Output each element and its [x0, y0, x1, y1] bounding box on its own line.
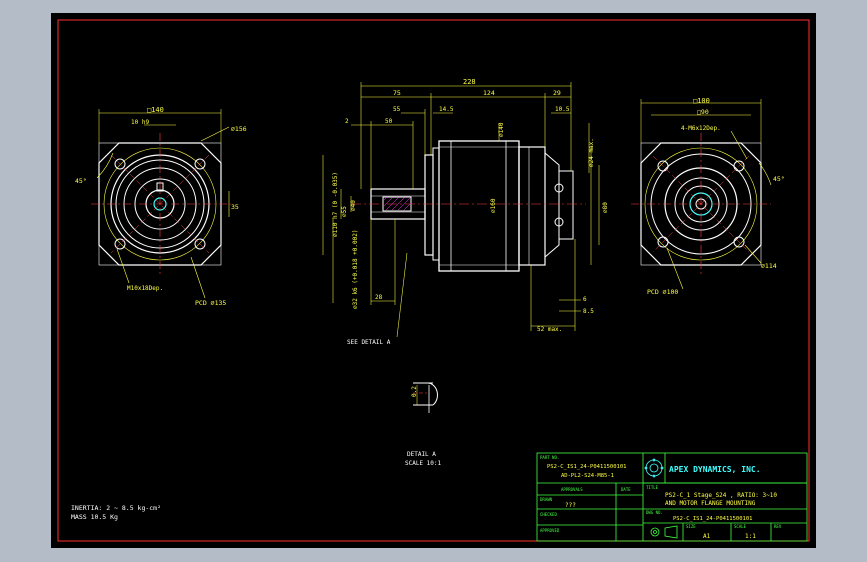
- dim-dia80: ∅80: [602, 202, 609, 213]
- left-dim-sq: □140: [147, 106, 164, 114]
- dim-75: 75: [393, 89, 401, 97]
- right-view[interactable]: [631, 99, 772, 290]
- detail-title: DETAIL A: [407, 451, 436, 458]
- dim-8-5: 8.5: [583, 308, 594, 315]
- dim-28: 28: [375, 294, 383, 301]
- see-detail-a: SEE DETAIL A: [347, 339, 391, 346]
- left-dim-shaft: 10 h9: [131, 119, 149, 126]
- tb-checked: CHECKED: [540, 512, 557, 517]
- left-hole-tr: [194, 158, 206, 170]
- dim-dia40: ∅40: [350, 200, 357, 211]
- dim-52max: 52 max.: [537, 326, 562, 333]
- clamp-screw-top: [554, 183, 564, 193]
- output-flange: [424, 154, 434, 256]
- dim-2: 2: [345, 118, 349, 125]
- right-hole-bl: [657, 236, 669, 248]
- dim-14-5: 14.5: [439, 106, 454, 113]
- company-logo: [644, 458, 664, 478]
- detail-scale: SCALE 10:1: [405, 460, 442, 467]
- tb-dwg-label: DWG NO.: [646, 510, 663, 515]
- dim-dia160: ∅160: [490, 198, 497, 213]
- dim-124: 124: [483, 89, 495, 97]
- dim-dia140: ∅140: [498, 122, 505, 137]
- right-dim-angle: 45°: [773, 175, 785, 183]
- title-block[interactable]: [536, 452, 808, 542]
- tb-title-1: PS2-C_1 Stage_S24 , RATIO: 3~10: [665, 492, 777, 499]
- left-hole-bl: [114, 238, 126, 250]
- note-mass: MASS 10.5 Kg: [71, 513, 118, 521]
- left-view[interactable]: [91, 109, 231, 299]
- dim-dia55: ∅55: [341, 206, 348, 217]
- drawing-border: [57, 19, 810, 542]
- right-dim-sq2: □90: [697, 108, 709, 116]
- right-pcd-circle: [644, 147, 758, 261]
- dim-dia110: ∅110 h7 (0 -0.035): [332, 172, 339, 237]
- right-dim-dia114: ∅114: [761, 262, 777, 270]
- tb-company: APEX DYNAMICS, INC.: [669, 465, 761, 474]
- left-dim-circ: ∅156: [231, 125, 247, 133]
- tb-drawn-value: ???: [565, 502, 576, 509]
- tb-title-2: AND MOTOR FLANGE MOUNTING: [665, 500, 756, 507]
- left-dim-angle: 45°: [75, 177, 87, 185]
- tb-size-value: A1: [703, 533, 711, 540]
- dim-10-5: 10.5: [555, 106, 570, 113]
- tb-scale-value: 1:1: [745, 533, 756, 540]
- tb-scale-label: SCALE: [734, 524, 747, 529]
- right-dim-sq: □100: [693, 97, 710, 105]
- left-dim-pcd: PCD ∅135: [195, 299, 226, 307]
- left-dim-holes: M10x18Dep.: [127, 285, 163, 292]
- tb-title-label: TITLE: [646, 485, 659, 490]
- left-diag-1: [110, 154, 210, 254]
- left-hole-br: [194, 238, 206, 250]
- tb-part-no-2: AD-PL2-S24-M85-1: [561, 473, 614, 479]
- right-dim-holes: 4-M6x12Dep.: [681, 125, 721, 132]
- detail-dim: 0.2: [411, 386, 418, 397]
- right-hole-br: [733, 236, 745, 248]
- side-view[interactable]: [322, 82, 600, 338]
- tb-approvals: APPROVALS: [561, 487, 583, 492]
- left-dim-side: 35: [231, 203, 239, 211]
- motor-adapter-neck: [558, 170, 574, 240]
- dim-29: 29: [553, 89, 561, 97]
- dim-55: 55: [393, 106, 401, 113]
- tb-date: DATE: [621, 487, 631, 492]
- drawing-svg: □140 10 h9 ∅156 45° 35 M10x18Dep. PCD ∅1…: [57, 19, 810, 542]
- side-dimensions: [322, 82, 600, 338]
- tb-size-label: SIZE: [686, 524, 696, 529]
- motor-flange: [518, 146, 546, 266]
- right-dim-pcd: PCD ∅100: [647, 288, 678, 296]
- dim-overall: 228: [463, 78, 476, 86]
- motor-adapter: [544, 151, 560, 259]
- detail-arc: [426, 382, 438, 406]
- dim-dia24: ∅24 max.: [588, 138, 595, 167]
- dim-6: 6: [583, 296, 587, 303]
- right-hole-tr: [733, 160, 745, 172]
- tb-part-no-1: PS2-C_IS1_24-P0411500101: [547, 464, 626, 470]
- tb-rev-label: REV: [774, 524, 782, 529]
- note-inertia: INERTIA: 2 ~ 8.5 kg-cm²: [71, 504, 161, 512]
- detail-a[interactable]: [413, 382, 438, 413]
- drawing-canvas[interactable]: □140 10 h9 ∅156 45° 35 M10x18Dep. PCD ∅1…: [51, 13, 816, 548]
- left-hole-tl: [114, 158, 126, 170]
- dim-50: 50: [385, 118, 393, 125]
- dim-dia32: ∅32 k6 (+0.018 +0.002): [352, 230, 359, 309]
- projection-symbol: [650, 525, 678, 539]
- tb-approved: APPROVED: [540, 528, 560, 533]
- clamp-screw-bottom: [554, 217, 564, 227]
- tb-drawn-label: DRAWN: [540, 497, 553, 502]
- right-hole-tl: [657, 160, 669, 172]
- tb-part-no-label: PART NO.: [540, 455, 559, 460]
- left-diag-2: [110, 154, 210, 254]
- right-diag-2: [652, 155, 750, 253]
- tb-dwg-value: PS2-C_IS1_24-P0411500101: [673, 516, 752, 522]
